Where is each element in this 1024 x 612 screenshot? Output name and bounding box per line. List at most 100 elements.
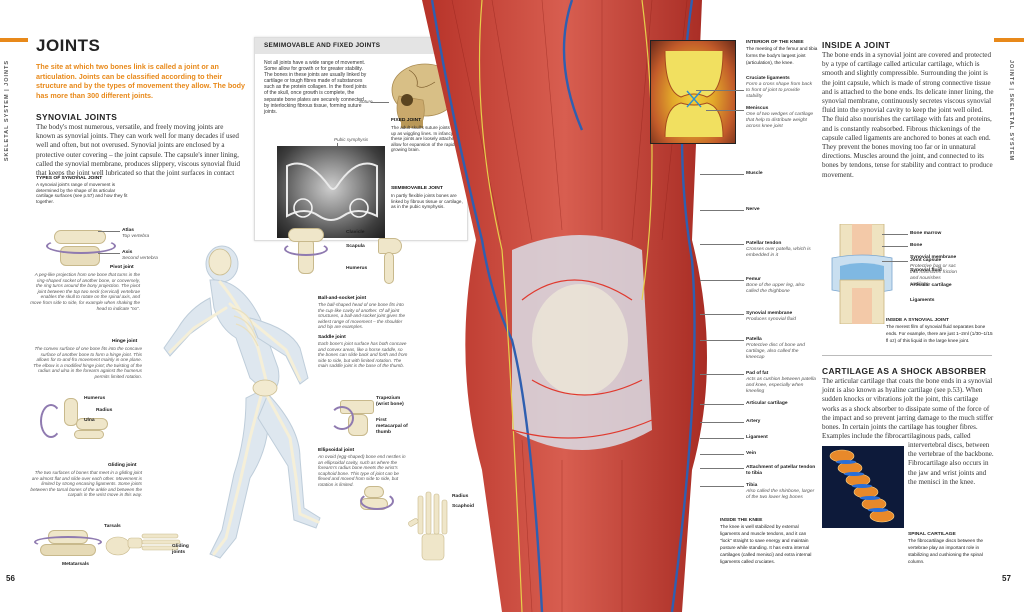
elbow-hinge-illustration <box>40 398 112 444</box>
semimovable-heading-bar <box>255 38 467 54</box>
knee-label-nerve: Nerve <box>746 207 760 212</box>
semimovable-box: SEMIMOVABLE AND FIXED JOINTS Not all joi… <box>254 37 468 241</box>
synovial-text-left: The body's most numerous, versatile, and… <box>36 123 242 179</box>
body-silhouette <box>163 245 321 559</box>
ellipsoidal-joint-heading: Ellipsoidal joint <box>318 448 355 453</box>
diagram-label-synovial-fluid: Synovial fluid <box>910 268 942 273</box>
hand-bones-illustration <box>408 491 448 561</box>
hinge-arrow-icon <box>40 404 62 438</box>
tarsal-illustration <box>34 524 102 560</box>
knee-label-ligament: Ligament <box>746 435 768 440</box>
gliding-joints-label: Gliding joints <box>172 544 189 555</box>
spinal-cartilage-text: The fibrocartilage discs between the ver… <box>908 538 984 564</box>
page-title: JOINTS <box>36 36 101 55</box>
spine-shapes <box>829 449 895 523</box>
skeleton-ribs <box>231 307 259 347</box>
left-section-strip: SKELETAL SYSTEM | JOINTS <box>4 60 10 162</box>
shoulder-ball-socket-illustration <box>284 228 328 276</box>
nerves <box>478 0 653 612</box>
diagram-label-articular-cartilage: Articular cartilage <box>910 283 952 288</box>
skeleton-pelvis <box>252 379 278 397</box>
pelvis-xray-shapes <box>286 162 378 221</box>
gliding-joint-text: The two surfaces of bones that meet in a… <box>30 470 142 498</box>
diagram-marrow-bottom <box>852 288 872 324</box>
interior-knee-callout: INTERIOR OF THE KNEE The meeting of the … <box>746 40 818 65</box>
hinge-joint-heading: Hinge joint <box>112 339 138 344</box>
diagram-label-synovial-membrane: Synovial membrane <box>910 255 957 260</box>
scapula-label: Scapula <box>346 244 365 249</box>
radius-wrist-label: Radius <box>452 494 469 499</box>
synovial-text: The body's most numerous, versatile, and… <box>36 123 241 179</box>
knee-label-tendon-attachment: Attachment of patellar tendon to tibia <box>746 465 816 476</box>
meniscus-leader <box>706 110 744 111</box>
scaphoid-label: Scaphoid <box>452 504 475 509</box>
skull-jaw <box>401 120 423 128</box>
spine-inset <box>822 446 904 528</box>
inside-joint-text: The bone ends in a synovial joint are co… <box>822 51 994 179</box>
skull-suture-line <box>408 69 436 88</box>
knee-anatomy-illustration <box>422 0 707 612</box>
skull-eye-socket <box>401 94 413 106</box>
knee-label-artery: Artery <box>746 419 761 424</box>
skeleton-skull <box>208 248 232 276</box>
atlas-axis-illustration <box>44 226 118 274</box>
pelvis-xray <box>277 146 385 238</box>
ball-rotation-icon <box>284 242 328 256</box>
humerus-label: Humerus <box>84 396 106 401</box>
inside-synovial-text: The merest film of synovial fluid separa… <box>886 324 993 343</box>
left-page: SKELETAL SYSTEM | JOINTS JOINTS The site… <box>0 0 474 612</box>
running-skeleton-figure <box>163 245 321 559</box>
shock-text-b: intervertebral discs, between the verteb… <box>908 441 994 486</box>
knee-interior-inset <box>650 40 736 144</box>
gliding-joint-heading: Gliding joint <box>108 463 137 468</box>
right-page-number: 57 <box>1002 574 1011 583</box>
skeleton-bones <box>168 280 320 556</box>
shock-divider <box>822 355 992 356</box>
rotation-arrow-icon <box>46 238 116 254</box>
saddle-joint-text: Each bone's joint surface has both conca… <box>318 341 408 369</box>
muscle-striations <box>451 0 688 612</box>
spinal-cartilage-callout: SPINAL CARTILAGE The fibrocartilage disc… <box>908 532 984 564</box>
humerus-upper-label: Humerus <box>346 266 368 271</box>
axis-leader <box>98 253 120 254</box>
right-page: JOINTS | SKELETAL SYSTEM INSIDE A JOINT … <box>818 0 1024 612</box>
wrist-ellipsoidal-illustration <box>360 486 396 516</box>
ellipsoidal-arrow-icon <box>360 492 394 510</box>
types-heading: TYPES OF SYNOVIAL JOINT <box>36 176 103 181</box>
semimovable-joint-text: In partly flexible joints bones are link… <box>391 193 463 210</box>
intro-text: The site at which two bones link is call… <box>36 62 246 100</box>
foot-bones-illustration <box>105 533 181 556</box>
metacarpal-label: First metacarpal of thumb <box>376 418 408 435</box>
ulna-label: Ulna <box>84 418 95 423</box>
scapula-illustration <box>378 238 404 286</box>
ball-socket-text: The ball-shaped head of one bone fits in… <box>318 302 406 330</box>
knee-label-vein: Vein <box>746 451 757 456</box>
inside-knee-callout: INSIDE THE KNEE The knee is well stabili… <box>720 518 812 564</box>
skull-illustration <box>391 63 459 129</box>
pivot-joint-heading: Pivot joint <box>110 265 134 270</box>
inside-joint-heading: INSIDE A JOINT <box>822 40 891 50</box>
suture-label: Suture <box>359 99 373 104</box>
semimovable-text: Not all joints have a wide range of move… <box>264 60 367 115</box>
inside-synovial-callout: INSIDE A SYNOVIAL JOINT The merest film … <box>886 318 993 343</box>
pubic-symphysis-label: Pubic symphysis <box>334 137 369 142</box>
types-text: A synovial joint's range of movement is … <box>36 182 128 204</box>
pivot-joint-text: A peg-like projection from one bone that… <box>30 272 140 311</box>
arteries <box>511 279 653 439</box>
patella-shape <box>532 284 628 396</box>
ellipsoidal-joint-text: An ovoid (egg-shaped) bone end nestles i… <box>318 454 406 487</box>
diagram-label-bone: Bone <box>910 243 923 248</box>
atlas-leader <box>98 231 120 232</box>
shock-heading: CARTILAGE AS A SHOCK ABSORBER <box>822 366 987 376</box>
left-accent-bar <box>0 38 28 42</box>
trapezium-label: Trapezium (wrist bone) <box>376 396 404 407</box>
thumb-saddle-illustration <box>330 392 394 440</box>
semimovable-heading: SEMIMOVABLE AND FIXED JOINTS <box>264 42 381 49</box>
interior-knee-text: The meeting of the femur and tibia forms… <box>746 46 818 65</box>
